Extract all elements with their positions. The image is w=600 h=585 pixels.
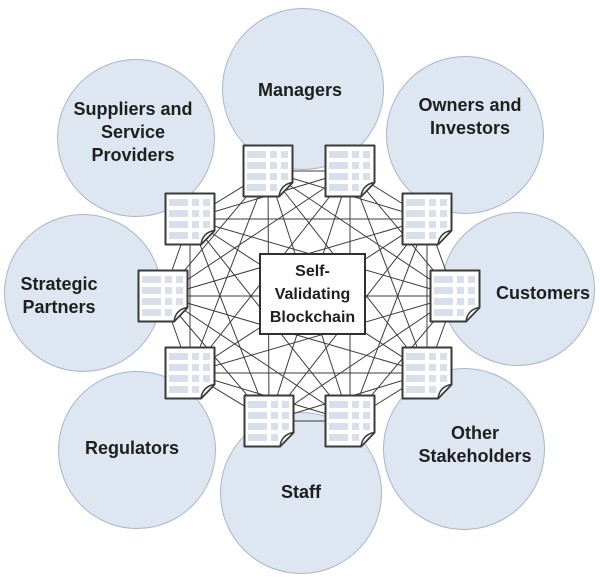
- stakeholder-label: Customers: [495, 282, 591, 303]
- ledger-document-icon: [324, 144, 376, 198]
- circle-suppliers-and-service-providers: Suppliers and Service Providers: [57, 59, 215, 217]
- stakeholder-label: Staff: [281, 481, 321, 502]
- circle-managers: Managers: [222, 8, 384, 170]
- stakeholder-label: Regulators: [84, 437, 180, 458]
- circle-owners-and-investors: Owners and Investors: [386, 56, 544, 214]
- stakeholder-label: Suppliers and Service Providers: [73, 98, 193, 165]
- stakeholder-label: Strategic Partners: [20, 274, 98, 317]
- ledger-document-icon: [164, 192, 216, 246]
- mesh-edge: [189, 218, 270, 422]
- mesh-edge: [349, 170, 428, 374]
- ledger-document-icon: [137, 269, 189, 323]
- mesh-edge: [189, 170, 269, 374]
- mesh-edge: [162, 295, 351, 422]
- ledger-document-icon: [324, 394, 376, 448]
- stakeholder-label: Owners and Investors: [418, 95, 522, 138]
- center-box: Self- Validating Blockchain: [259, 253, 366, 335]
- mesh-edge: [267, 170, 456, 297]
- stakeholder-label: Managers: [257, 79, 343, 100]
- ledger-document-icon: [243, 394, 295, 448]
- stakeholder-label: Other Stakeholders: [418, 423, 532, 466]
- ledger-document-icon: [401, 346, 453, 400]
- center-label: Self- Validating Blockchain: [269, 262, 356, 326]
- ledger-document-icon: [429, 269, 481, 323]
- ledger-document-icon: [242, 144, 294, 198]
- ledger-document-icon: [164, 346, 216, 400]
- circle-strategic-partners: Strategic Partners: [4, 214, 162, 372]
- mesh-edge: [268, 295, 456, 422]
- mesh-edge: [162, 170, 351, 297]
- ledger-document-icon: [401, 192, 453, 246]
- mesh-edge: [349, 218, 428, 422]
